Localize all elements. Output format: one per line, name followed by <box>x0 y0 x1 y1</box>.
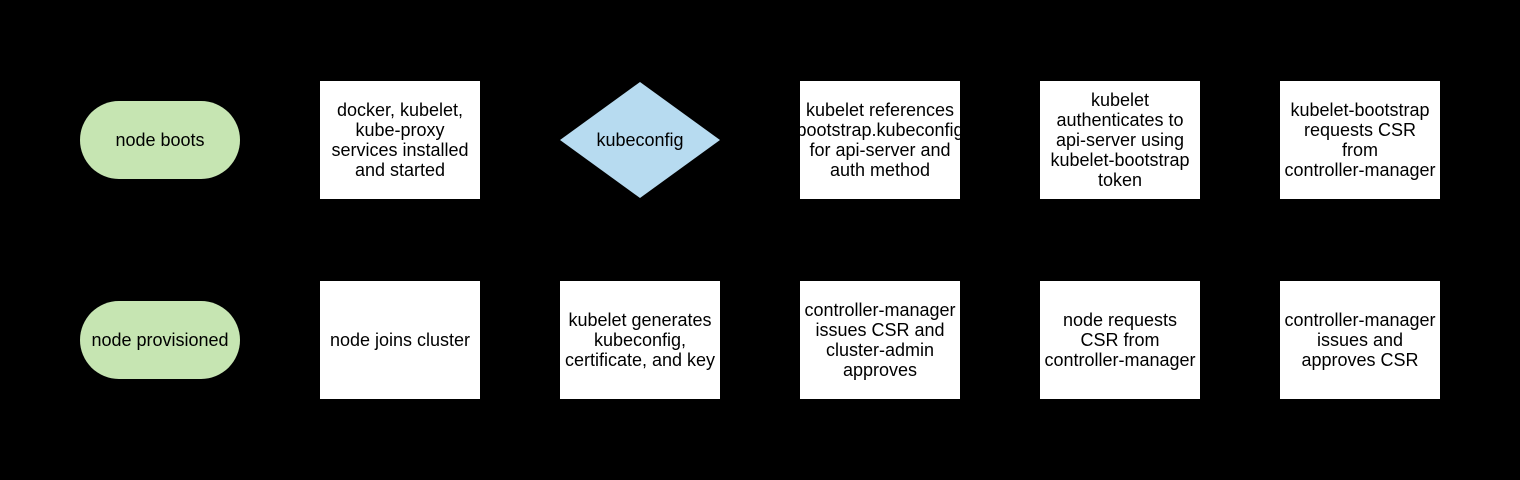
node-label: kubelet authenticates to api-server usin… <box>1050 90 1190 190</box>
decision-kubeconfig: kubeconfig <box>560 82 720 198</box>
process-controller-manager-issues-and-approves-csr: controller-manager issues and approves C… <box>1280 281 1440 399</box>
node-label: controller-manager issues and approves C… <box>1284 310 1436 370</box>
process-services-installed: docker, kubelet, kube-proxy services ins… <box>320 81 480 199</box>
node-label: kubeconfig <box>596 130 684 150</box>
process-kubelet-references-bootstrap-kubeconfig: kubelet references bootstrap.kubeconfig … <box>800 81 960 199</box>
node-label: node requests CSR from controller-manage… <box>1044 310 1196 370</box>
node-label: node joins cluster <box>329 330 471 350</box>
node-label: controller-manager issues CSR and cluste… <box>804 300 956 380</box>
node-label: node boots <box>115 130 205 150</box>
terminal-node-provisioned: node provisioned <box>80 301 240 379</box>
process-node-joins-cluster: node joins cluster <box>320 281 480 399</box>
node-label: docker, kubelet, kube-proxy services ins… <box>331 100 469 180</box>
node-label: kubelet references bootstrap.kubeconfig … <box>800 100 960 180</box>
terminal-node-boots: node boots <box>80 101 240 179</box>
process-kubelet-generates-kubeconfig: kubelet generates kubeconfig, certificat… <box>560 281 720 399</box>
node-label: kubelet generates kubeconfig, certificat… <box>564 310 716 370</box>
process-controller-manager-issues-csr-cluster-admin-approves: controller-manager issues CSR and cluste… <box>800 281 960 399</box>
process-kubelet-authenticates-to-api-server: kubelet authenticates to api-server usin… <box>1040 81 1200 199</box>
node-label: kubelet-bootstrap requests CSR from cont… <box>1284 100 1436 180</box>
node-label: node provisioned <box>91 330 229 350</box>
process-kubelet-bootstrap-requests-csr: kubelet-bootstrap requests CSR from cont… <box>1280 81 1440 199</box>
process-node-requests-csr: node requests CSR from controller-manage… <box>1040 281 1200 399</box>
